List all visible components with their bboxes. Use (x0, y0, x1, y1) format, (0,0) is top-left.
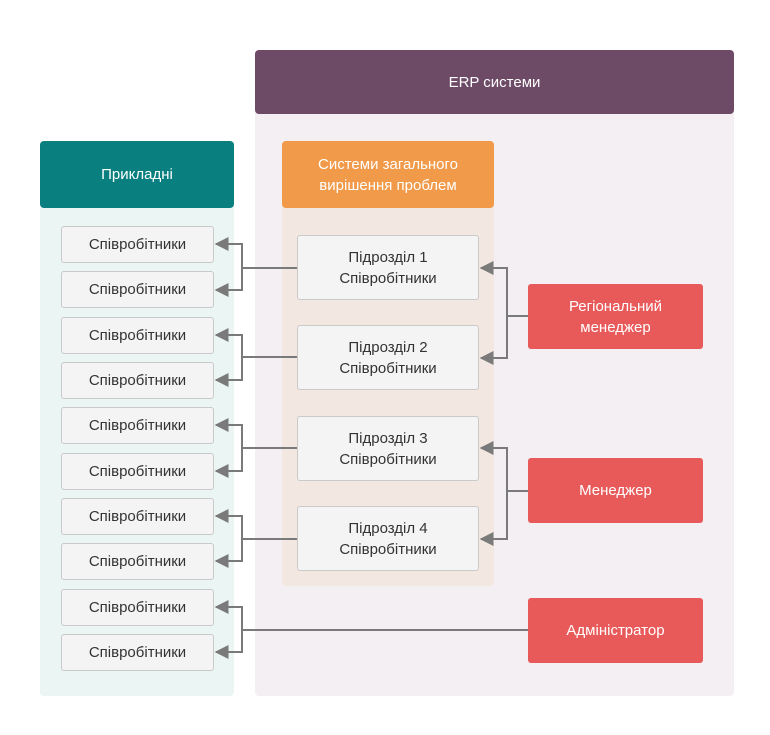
erp-title: ERP системи (448, 73, 541, 91)
employee-box-5: Співробітники (61, 407, 214, 444)
general-title: Системи загального вирішення проблем (318, 155, 458, 194)
applied-title: Прикладні (101, 166, 173, 183)
subdivision-name: Підрозділ 1 (348, 248, 428, 266)
applied-header: Прикладні (40, 141, 234, 208)
regional-manager-box: Регіональний менеджер (528, 284, 703, 349)
subdivision-box-3: Підрозділ 3 Співробітники (297, 416, 479, 481)
employee-box-6: Співробітники (61, 453, 214, 490)
subdivision-sub: Співробітники (339, 450, 437, 468)
subdivision-sub: Співробітники (339, 269, 437, 287)
subdivision-sub: Співробітники (339, 540, 437, 558)
employee-box-7: Співробітники (61, 498, 214, 535)
employee-box-3: Співробітники (61, 317, 214, 354)
employee-box-10: Співробітники (61, 634, 214, 671)
employee-box-8: Співробітники (61, 543, 214, 580)
manager-label: Менеджер (579, 482, 652, 499)
manager-box: Менеджер (528, 458, 703, 523)
employee-box-4: Співробітники (61, 362, 214, 399)
employee-box-1: Співробітники (61, 226, 214, 263)
erp-header: ERP системи (255, 50, 734, 114)
regional-manager-label: Регіональний менеджер (568, 297, 663, 336)
subdivision-name: Підрозділ 2 (348, 338, 428, 356)
administrator-box: Адміністратор (528, 598, 703, 663)
employee-box-9: Співробітники (61, 589, 214, 626)
administrator-label: Адміністратор (566, 622, 665, 639)
subdivision-box-1: Підрозділ 1 Співробітники (297, 235, 479, 300)
subdivision-sub: Співробітники (339, 359, 437, 377)
general-header: Системи загального вирішення проблем (282, 141, 494, 208)
subdivision-name: Підрозділ 4 (348, 519, 428, 537)
subdivision-box-2: Підрозділ 2 Співробітники (297, 325, 479, 390)
subdivision-name: Підрозділ 3 (348, 429, 428, 447)
employee-box-2: Співробітники (61, 271, 214, 308)
subdivision-box-4: Підрозділ 4 Співробітники (297, 506, 479, 571)
